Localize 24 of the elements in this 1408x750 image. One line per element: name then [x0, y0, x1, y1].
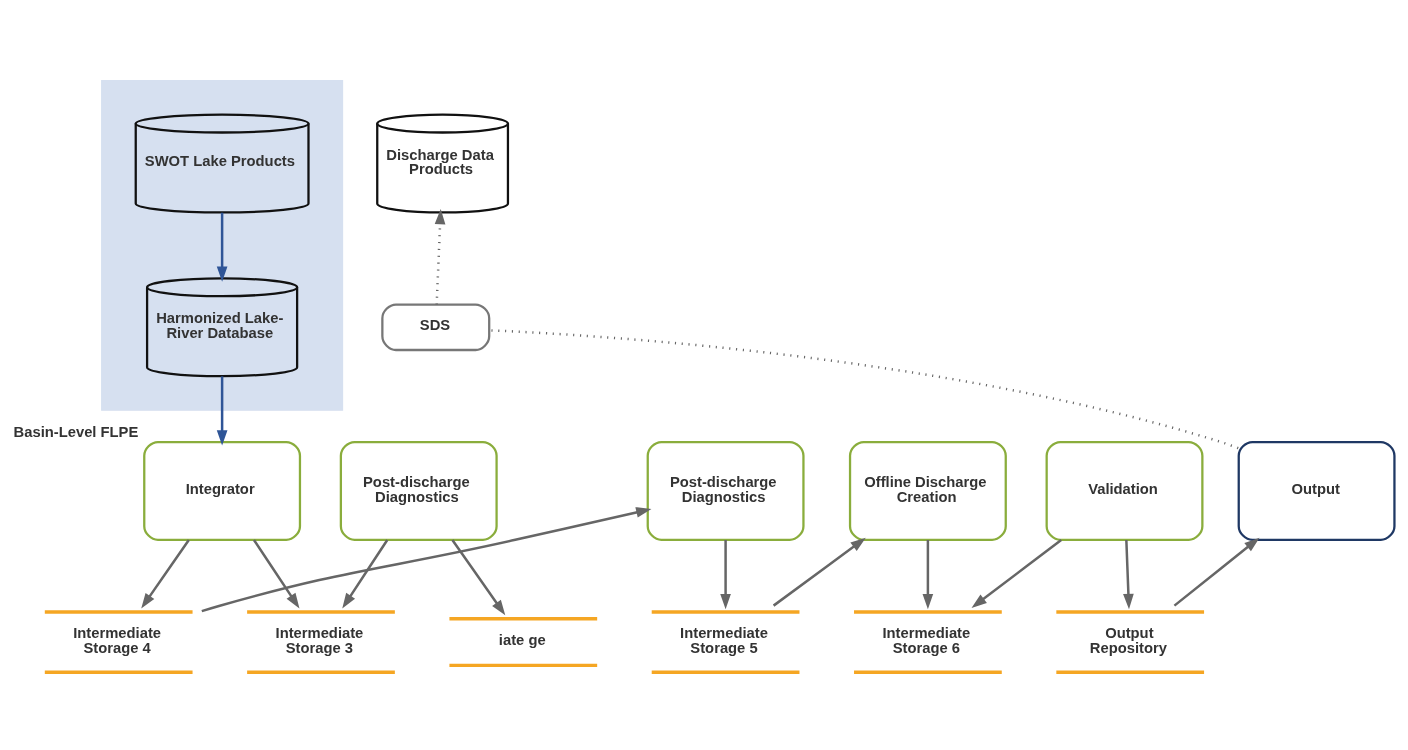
arrow [201, 507, 652, 613]
cluster [101, 80, 344, 411]
arrow [216, 376, 228, 446]
arrow [1123, 539, 1134, 610]
arrow [720, 540, 731, 610]
arrow [1173, 537, 1260, 607]
node-box: Validation [1045, 440, 1204, 541]
node-box: Integrator [143, 440, 302, 541]
arrow [141, 539, 190, 609]
arrow [922, 540, 934, 610]
arrow [252, 539, 300, 609]
node-box: Output [1237, 440, 1396, 541]
arrow [342, 539, 389, 609]
node-label: Basin-Level FLPE [13, 423, 139, 440]
node-box: Post-discharge Diagnostics [339, 440, 498, 541]
node-box: Post-discharge Diagnostics [646, 440, 805, 541]
connector [489, 329, 1239, 450]
arrow [451, 539, 506, 616]
arrow [772, 537, 866, 607]
arrow [434, 208, 446, 305]
node-box: SDS [381, 303, 491, 352]
arrow [971, 539, 1062, 608]
node-box: Offline Discharge Creation [848, 440, 1007, 541]
arrow [216, 212, 228, 282]
